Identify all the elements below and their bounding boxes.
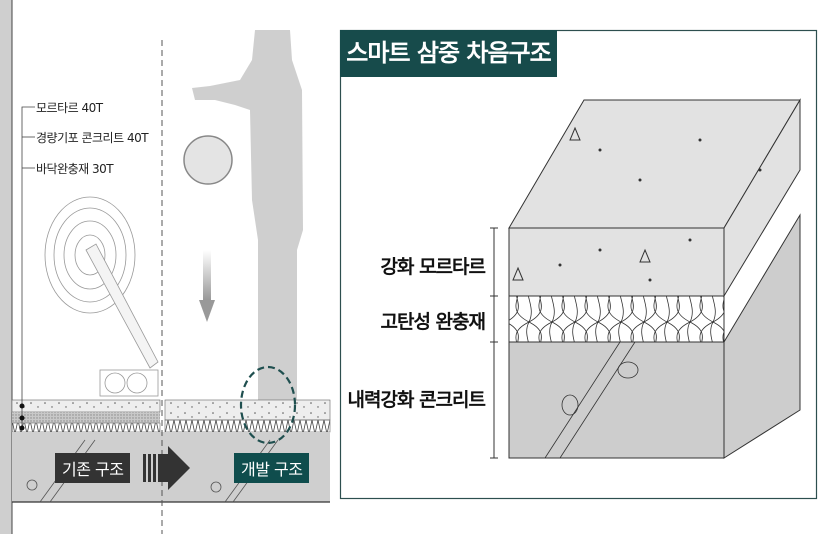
existing-foam-concrete <box>12 412 160 423</box>
developed-structure-badge: 개발 구조 <box>234 453 310 483</box>
layer-label-bearing-concrete: 내력강화 콘크리트 <box>347 389 486 411</box>
layer-label-reinforced-mortar: 강화 모르타르 <box>380 256 487 278</box>
left-wall <box>0 0 12 534</box>
down-arrow-shaft <box>203 250 211 300</box>
developed-cushion <box>164 419 331 433</box>
existing-cushion <box>11 422 161 433</box>
layer-label-mortar: 모르타르 40T <box>36 101 103 115</box>
layer-label-foam-concrete: 경량기포 콘크리트 40T <box>36 131 149 145</box>
tapping-machine <box>44 196 159 397</box>
person-silhouette <box>192 30 303 400</box>
layer-label-cushion: 바닥완충재 30T <box>36 162 114 176</box>
down-arrow-icon <box>199 300 215 322</box>
right-panel-frame <box>339 29 818 500</box>
panel-title: 스마트 삼중 차음구조 <box>340 30 557 77</box>
transition-arrow-icon <box>143 446 190 490</box>
layer-brackets <box>490 227 498 459</box>
impact-ball <box>183 135 233 185</box>
highlight-ellipse <box>239 365 297 445</box>
layer-label-elastic-cushion: 고탄성 완충재 <box>380 311 487 333</box>
layer-cube <box>508 98 801 459</box>
existing-structure-badge: 기존 구조 <box>55 453 131 483</box>
leader-line <box>21 106 35 430</box>
